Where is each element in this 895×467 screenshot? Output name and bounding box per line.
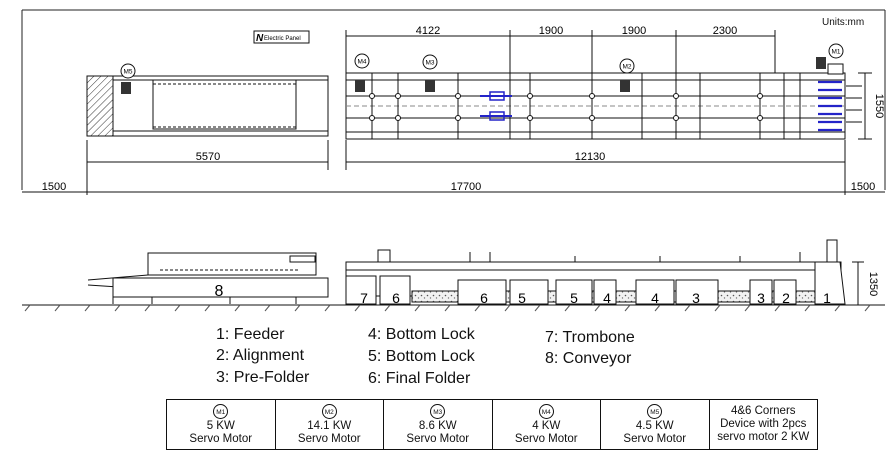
conveyor-elevation bbox=[87, 252, 329, 304]
section-2: 2 bbox=[782, 290, 790, 306]
section-1: 1 bbox=[823, 290, 831, 306]
motor-power: 14.1 KW bbox=[307, 419, 352, 432]
section-4b: 4 bbox=[651, 290, 659, 306]
motor-type: Servo Motor bbox=[514, 432, 578, 445]
dim-5570: 5570 bbox=[196, 151, 220, 163]
motor-power: 4 KW bbox=[532, 419, 561, 432]
conveyor-plan bbox=[86, 75, 329, 137]
motor-power: 8.6 KW bbox=[418, 419, 457, 432]
dim-1350: 1350 bbox=[867, 272, 879, 296]
section-4a: 4 bbox=[603, 290, 611, 306]
dim-12130: 12130 bbox=[575, 151, 606, 163]
motor-icon: M5 bbox=[647, 403, 663, 419]
legend-item-alignment: 2: Alignment bbox=[216, 347, 305, 364]
units-label: Units:mm bbox=[822, 17, 864, 28]
motor-type: Servo Motor bbox=[297, 432, 361, 445]
motor-badge-m4 bbox=[354, 53, 370, 69]
motor-icon: M1 bbox=[213, 403, 229, 419]
section-5a: 5 bbox=[518, 290, 526, 306]
legend-item-final-folder: 6: Final Folder bbox=[368, 370, 471, 387]
dim-17700: 17700 bbox=[451, 181, 482, 193]
legend-item-feeder: 1: Feeder bbox=[216, 326, 285, 343]
dim-1500-right: 1500 bbox=[851, 181, 875, 193]
legend-item-bottom-lock-4: 4: Bottom Lock bbox=[368, 326, 475, 343]
motor-icon: M4 bbox=[538, 403, 554, 419]
machine-elevation bbox=[345, 239, 846, 305]
motor-badge-m1 bbox=[828, 43, 844, 59]
dim-2300: 2300 bbox=[713, 25, 737, 37]
legend-item-pre-folder: 3: Pre-Folder bbox=[216, 369, 310, 386]
svg-text:M3: M3 bbox=[425, 60, 434, 67]
electric-panel-n: N bbox=[256, 33, 264, 44]
motor-cell-m4: M4 4 KW Servo Motor bbox=[493, 400, 601, 449]
section-6a: 6 bbox=[392, 290, 400, 306]
motor-type: Servo Motor bbox=[623, 432, 687, 445]
section-numbers: 8 7 6 6 5 5 4 4 3 3 2 1 bbox=[215, 283, 832, 306]
motor-table: M1 5 KW Servo Motor M2 14.1 KW Servo Mot… bbox=[166, 399, 818, 450]
plan-motor-badges: M5 M4 M3 M2 M1 bbox=[120, 43, 844, 79]
corners-note-line: Device with 2pcs bbox=[720, 418, 807, 430]
section-3b: 3 bbox=[757, 290, 765, 306]
legend-item-trombone: 7: Trombone bbox=[545, 329, 635, 346]
motor-badge-m2 bbox=[619, 58, 635, 74]
svg-text:M2: M2 bbox=[622, 64, 631, 71]
dim-1550: 1550 bbox=[873, 94, 885, 118]
section-5b: 5 bbox=[570, 290, 578, 306]
motor-badge-m5 bbox=[120, 63, 136, 79]
svg-text:M1: M1 bbox=[831, 49, 840, 56]
motor-cell-corners: 4&6 Corners Device with 2pcs servo motor… bbox=[710, 400, 818, 449]
motor-power: 5 KW bbox=[206, 419, 235, 432]
svg-text:M5: M5 bbox=[123, 69, 132, 76]
motor-power: 4.5 KW bbox=[635, 419, 674, 432]
plan-view: Units:mm N Electric Panel bbox=[21, 9, 886, 195]
bottom-dimensions bbox=[22, 140, 885, 195]
motor-type: Servo Motor bbox=[189, 432, 253, 445]
dim-1500-left: 1500 bbox=[42, 181, 66, 193]
motor-cell-m1: M1 5 KW Servo Motor bbox=[167, 400, 276, 449]
dim-4122: 4122 bbox=[416, 25, 440, 37]
section-7: 7 bbox=[360, 290, 368, 306]
electric-panel bbox=[253, 30, 310, 44]
dim-1900-a: 1900 bbox=[539, 25, 563, 37]
motor-icon: M2 bbox=[321, 403, 337, 419]
electric-panel-label: Electric Panel bbox=[264, 36, 301, 42]
corners-note-line: 4&6 Corners bbox=[730, 405, 796, 417]
motor-icon: M3 bbox=[430, 403, 446, 419]
motor-cell-m5: M5 4.5 KW Servo Motor bbox=[601, 400, 710, 449]
svg-text:M4: M4 bbox=[357, 59, 366, 66]
motor-cell-m2: M2 14.1 KW Servo Motor bbox=[276, 400, 384, 449]
corners-note-line: servo motor 2 KW bbox=[717, 431, 810, 443]
top-dimensions bbox=[345, 30, 776, 73]
legend-item-bottom-lock-5: 5: Bottom Lock bbox=[368, 348, 475, 365]
motor-cell-m3: M3 8.6 KW Servo Motor bbox=[384, 400, 493, 449]
motor-type: Servo Motor bbox=[406, 432, 470, 445]
dim-1900-b: 1900 bbox=[622, 25, 646, 37]
elevation-view: 1350 8 7 6 6 5 5 4 4 3 3 2 1 bbox=[22, 239, 885, 312]
section-8: 8 bbox=[215, 283, 224, 300]
motor-badge-m3 bbox=[422, 54, 438, 70]
legend-item-conveyor: 8: Conveyor bbox=[545, 350, 632, 367]
machine-plan bbox=[345, 57, 862, 140]
section-3a: 3 bbox=[692, 290, 700, 306]
section-6b: 6 bbox=[480, 290, 488, 306]
